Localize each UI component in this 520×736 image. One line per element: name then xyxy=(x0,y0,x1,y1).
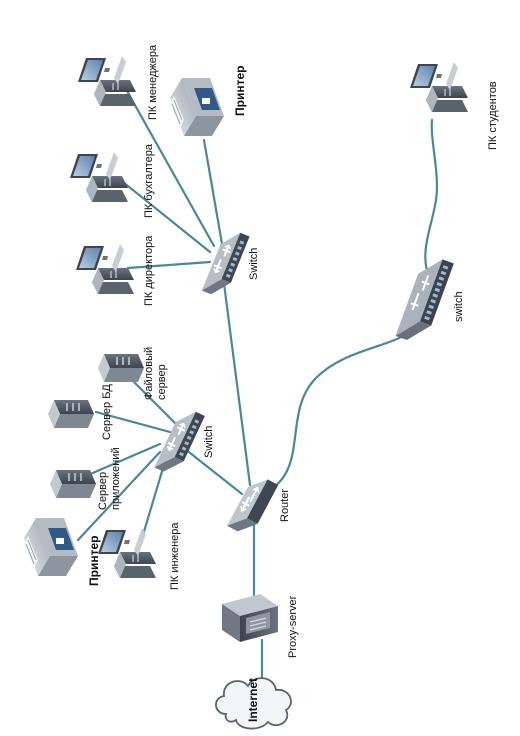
pc-accountant-node[interactable]: ПК бухгалтера xyxy=(70,143,155,218)
computer-icon xyxy=(76,244,134,294)
link-router-switch-top xyxy=(220,266,252,487)
link-router-switch-students xyxy=(264,320,420,494)
switch-icon xyxy=(153,404,206,479)
app-server-label-line2: приложений xyxy=(110,447,122,510)
pc-manager-node[interactable]: ПК менеджера xyxy=(78,44,159,120)
link-switch-left-file-server xyxy=(128,376,182,430)
printer-left-node[interactable]: Принтер xyxy=(23,517,101,586)
link-switch-students-pc xyxy=(424,118,439,276)
computer-icon xyxy=(70,152,128,202)
link-switch-top-pc-director xyxy=(126,260,212,270)
computer-icon xyxy=(98,528,156,578)
link-switch-top-printer xyxy=(202,138,224,246)
link-switch-left-app-server xyxy=(86,442,162,477)
printer-top-node[interactable]: Принтер xyxy=(169,66,247,137)
server-icon xyxy=(98,354,144,382)
internet-node[interactable]: Internet xyxy=(215,677,292,730)
app-server-label: Сервер приложений xyxy=(97,447,122,510)
file-server-label-line1: Файловый xyxy=(143,347,155,400)
db-server-node[interactable]: Сервер БД xyxy=(48,384,113,440)
pc-director-node[interactable]: ПК директора xyxy=(76,235,155,306)
printer-top-label: Принтер xyxy=(233,66,247,116)
printer-icon xyxy=(23,517,79,577)
router-node[interactable]: Router xyxy=(226,471,291,539)
file-server-label-line2: сервер xyxy=(156,364,168,400)
app-server-label-line1: Сервер xyxy=(97,472,109,510)
link-switch-left-db-server xyxy=(94,410,172,434)
pc-manager-label: ПК менеджера xyxy=(147,44,159,120)
switch-top-node[interactable]: Switch xyxy=(200,226,260,301)
pc-students-label: ПК студентов xyxy=(487,81,499,150)
switch-students-label: switch xyxy=(453,291,465,322)
printer-left-label: Принтер xyxy=(87,536,101,586)
network-links xyxy=(76,80,439,692)
link-switch-top-pc-accountant xyxy=(116,176,212,254)
file-server-label: Файловый сервер xyxy=(143,344,168,400)
link-switch-left-pc-engineer xyxy=(138,456,168,547)
db-server-label: Сервер БД xyxy=(101,384,113,440)
switch-left-label: Switch xyxy=(203,426,215,458)
file-server-node[interactable]: Файловый сервер xyxy=(98,344,168,400)
switch-left-node[interactable]: Switch xyxy=(153,404,215,479)
router-label: Router xyxy=(279,489,291,522)
proxy-server-label: Proxy-server xyxy=(287,595,299,658)
printer-icon xyxy=(169,77,225,137)
proxy-server-node[interactable]: Proxy-server xyxy=(221,593,299,658)
pc-accountant-label: ПК бухгалтера xyxy=(143,143,155,218)
computer-icon xyxy=(410,62,468,112)
link-switch-left-printer xyxy=(76,450,162,542)
server-icon xyxy=(50,470,96,498)
computer-icon xyxy=(78,56,136,106)
link-switch-top-pc-manager xyxy=(120,80,216,248)
router-icon xyxy=(226,471,280,539)
switch-students-node[interactable]: switch xyxy=(394,252,465,348)
switch-icon xyxy=(394,252,455,348)
link-router-switch-left xyxy=(178,443,244,496)
server-rack-icon xyxy=(221,593,279,643)
pc-students-node[interactable]: ПК студентов xyxy=(410,62,499,150)
pc-engineer-node[interactable]: ПК инженера xyxy=(98,522,181,590)
server-icon xyxy=(48,400,94,428)
switch-top-label: Switch xyxy=(248,248,260,280)
app-server-node[interactable]: Сервер приложений xyxy=(50,447,122,510)
internet-label: Internet xyxy=(246,678,260,722)
pc-director-label: ПК директора xyxy=(143,235,155,306)
pc-engineer-label: ПК инженера xyxy=(169,522,181,590)
